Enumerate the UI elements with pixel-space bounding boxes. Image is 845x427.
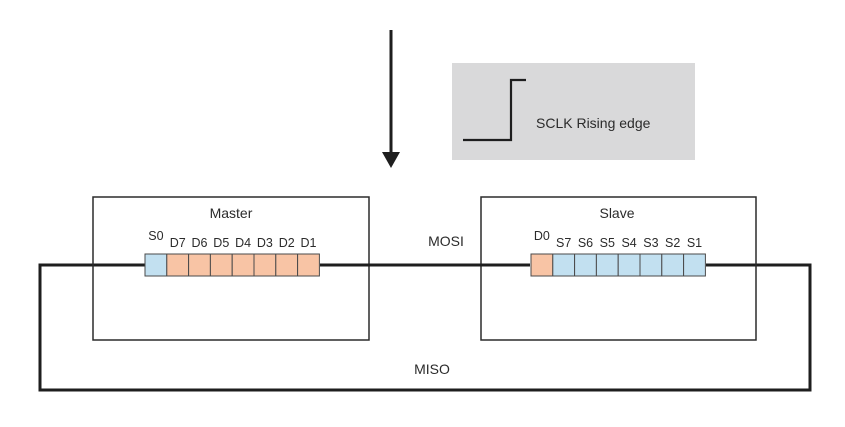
master-register-label: D7 bbox=[170, 236, 186, 250]
slave-register-cell bbox=[552, 253, 576, 277]
rising-edge-waveform-icon bbox=[463, 78, 526, 142]
master-register-cell bbox=[297, 253, 320, 277]
down-arrow-icon bbox=[382, 30, 400, 168]
master-register-label: D1 bbox=[301, 236, 317, 250]
master-register-cell bbox=[231, 253, 255, 277]
slave-register-label: S5 bbox=[600, 236, 615, 250]
slave-register-cell bbox=[595, 253, 619, 277]
legend-label: SCLK Rising edge bbox=[536, 115, 651, 131]
slave-box: Slave bbox=[480, 196, 757, 341]
slave-register-cell bbox=[639, 253, 663, 277]
master-register-cell bbox=[275, 253, 299, 277]
master-register-label: D4 bbox=[235, 236, 251, 250]
slave-title: Slave bbox=[599, 205, 634, 221]
master-register-label: D5 bbox=[213, 236, 229, 250]
slave-register-label: S6 bbox=[578, 236, 593, 250]
legend-box: SCLK Rising edge bbox=[452, 63, 695, 160]
master-register-label-first: S0 bbox=[148, 229, 163, 243]
master-title: Master bbox=[210, 205, 253, 221]
legend-background bbox=[452, 63, 695, 160]
slave-register-cell bbox=[574, 253, 597, 277]
master-register-cell-first bbox=[144, 253, 168, 277]
slave-register-label: S2 bbox=[665, 236, 680, 250]
master-register-label: D3 bbox=[257, 236, 273, 250]
mosi-label: MOSI bbox=[428, 233, 464, 249]
master-register-cell bbox=[253, 253, 277, 277]
master-register-label: D6 bbox=[192, 236, 208, 250]
slave-register-label-first: D0 bbox=[534, 229, 550, 243]
slave-register-cell bbox=[617, 253, 641, 277]
master-register-cell bbox=[166, 253, 190, 277]
slave-register-cell bbox=[661, 253, 685, 277]
slave-register-label: S3 bbox=[643, 236, 658, 250]
slave-register-label: S7 bbox=[556, 236, 571, 250]
miso-label: MISO bbox=[414, 361, 450, 377]
slave-register-label: S4 bbox=[621, 236, 636, 250]
slave-register-label: S1 bbox=[687, 236, 702, 250]
master-register-cell bbox=[209, 253, 233, 277]
miso-loop-line bbox=[38, 263, 812, 392]
master-register-cell bbox=[188, 253, 211, 277]
slave-register-cell bbox=[683, 253, 706, 277]
master-register-label: D2 bbox=[279, 236, 295, 250]
master-box: Master bbox=[92, 196, 370, 341]
slave-register-cell-first bbox=[530, 253, 554, 277]
